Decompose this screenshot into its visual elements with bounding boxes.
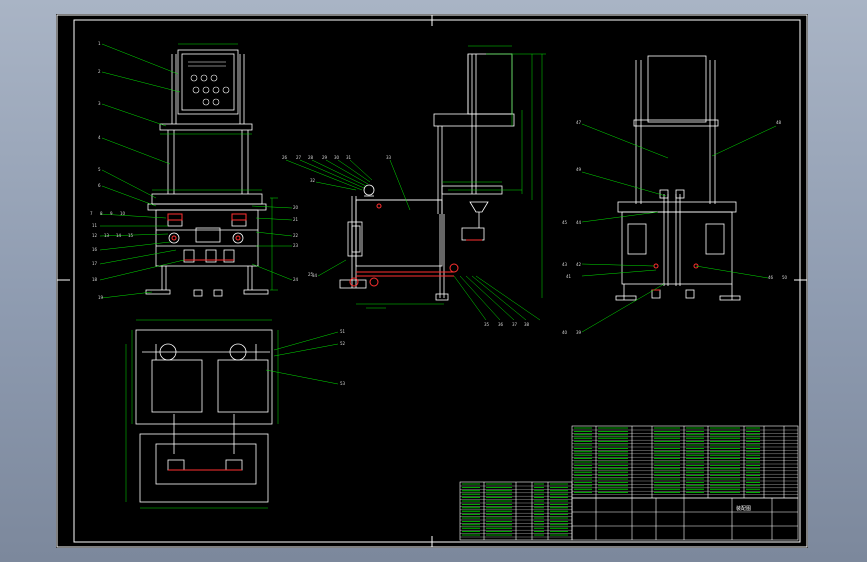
- front-view-dimensions: [152, 43, 278, 291]
- part-label: 21: [293, 217, 299, 222]
- drawing-sheet: 1 2 3 4 5 6 7 8 9 10 11 12 13 14 15 16 1…: [56, 14, 808, 548]
- part-label: 3: [98, 101, 101, 106]
- front-view: [145, 49, 269, 297]
- part-label: 9: [110, 211, 113, 216]
- top-view-balloons: 51 52 53: [340, 329, 346, 386]
- part-label: 18: [92, 277, 98, 282]
- part-label: 33: [386, 155, 392, 160]
- part-label: 4: [98, 135, 101, 140]
- part-label: 32: [310, 178, 316, 183]
- part-label: 12: [92, 233, 98, 238]
- part-label: 38: [524, 322, 530, 327]
- rear-view: [615, 55, 741, 301]
- front-view-balloons: 1 2 3 4 5 6 7 8 9 10 11 12 13 14 15 16 1…: [90, 41, 314, 300]
- outer-frame: [56, 14, 808, 548]
- rear-view-balloons: 47 48 49 45 44 43 42 41 46 50 40 39: [562, 120, 788, 335]
- part-label: 52: [340, 341, 346, 346]
- part-label: 47: [576, 120, 582, 125]
- part-label: 26: [282, 155, 288, 160]
- part-label: 1: [98, 41, 101, 46]
- part-label: 48: [776, 120, 782, 125]
- part-label: 27: [296, 155, 302, 160]
- top-view-dimensions: [125, 319, 279, 509]
- front-view-highlights: [167, 213, 247, 261]
- cad-drawing: 1 2 3 4 5 6 7 8 9 10 11 12 13 14 15 16 1…: [56, 14, 808, 548]
- part-label: 2: [98, 69, 101, 74]
- part-label: 24: [293, 277, 299, 282]
- part-label: 39: [576, 330, 582, 335]
- part-label: 23: [293, 243, 299, 248]
- front-view-leaders: [99, 43, 293, 299]
- part-label: 43: [562, 262, 568, 267]
- part-label: 51: [340, 329, 346, 334]
- side-view-highlights: [349, 203, 482, 287]
- part-label: 16: [92, 247, 98, 252]
- part-label: 50: [782, 275, 788, 280]
- part-label: 11: [92, 223, 98, 228]
- part-label: 28: [308, 155, 314, 160]
- rear-view-highlights: [652, 263, 699, 291]
- bom-rows-upper: [572, 427, 798, 495]
- side-view: [339, 53, 515, 301]
- part-label: 7: [90, 211, 93, 216]
- part-label: 17: [92, 261, 98, 266]
- part-label: 25: [308, 272, 314, 277]
- part-label: 22: [293, 233, 299, 238]
- centering-marks: [57, 15, 807, 547]
- side-view-leaders: [285, 159, 541, 321]
- inner-frame: [73, 19, 801, 543]
- part-label: 37: [512, 322, 518, 327]
- part-label: 42: [576, 262, 582, 267]
- part-label: 20: [293, 205, 299, 210]
- bom-rows-lower: [460, 483, 572, 538]
- part-label: 45: [562, 220, 568, 225]
- part-label: 35: [484, 322, 490, 327]
- top-view-leaders: [265, 331, 339, 385]
- drawing-title: 装配图: [736, 505, 751, 512]
- part-label: 49: [576, 167, 582, 172]
- side-view-dimensions: [356, 45, 546, 309]
- part-label: 41: [566, 274, 572, 279]
- part-label: 15: [128, 233, 134, 238]
- part-label: 10: [120, 211, 126, 216]
- part-label: 46: [768, 275, 774, 280]
- part-label: 31: [346, 155, 352, 160]
- part-label: 6: [98, 183, 101, 188]
- part-label: 34: [312, 273, 318, 278]
- part-label: 53: [340, 381, 346, 386]
- part-label: 44: [576, 220, 582, 225]
- part-label: 40: [562, 330, 568, 335]
- part-label: 8: [100, 211, 103, 216]
- title-block: [571, 497, 799, 541]
- part-label: 30: [334, 155, 340, 160]
- part-label: 36: [498, 322, 504, 327]
- rear-view-leaders: [581, 123, 777, 333]
- part-label: 5: [98, 167, 101, 172]
- part-label: 29: [322, 155, 328, 160]
- part-label: 19: [98, 295, 104, 300]
- side-view-balloons: 26 27 28 29 30 31 32 33 34 35 36 37 38: [282, 155, 530, 327]
- part-label: 14: [116, 233, 122, 238]
- part-label: 13: [104, 233, 110, 238]
- top-view: [135, 329, 273, 503]
